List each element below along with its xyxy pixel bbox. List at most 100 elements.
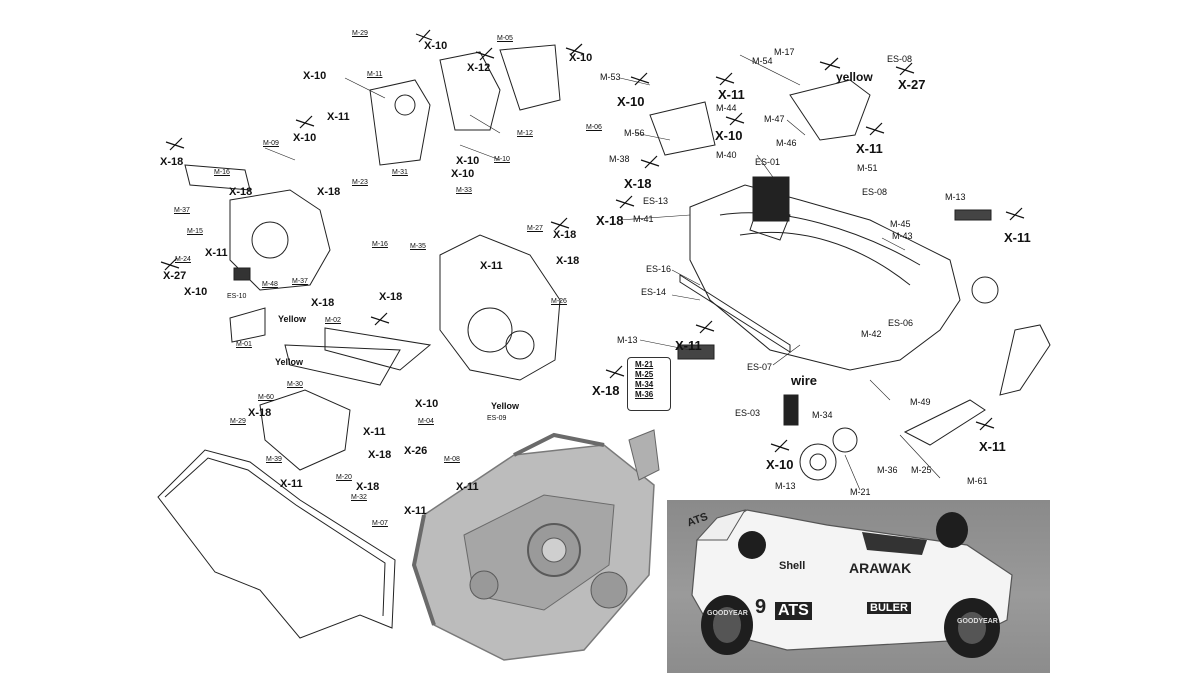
part-label: M-41 xyxy=(633,214,654,224)
clamp-label: X-11 xyxy=(480,260,503,272)
car-livery-arawak: ARAWAK xyxy=(849,560,912,576)
part-label: M-20 xyxy=(336,474,352,481)
yellow-label: yellow xyxy=(836,70,873,84)
part-label: ES-10 xyxy=(227,293,247,300)
part-label: M-56 xyxy=(624,128,645,138)
part-label: M-25 xyxy=(635,370,654,379)
clamp-label: X-18 xyxy=(624,176,652,191)
car-livery-buler: BULER xyxy=(867,602,911,614)
clamp-label: X-10 xyxy=(456,155,480,167)
part-label: M-40 xyxy=(716,150,737,160)
part-label: M-42 xyxy=(861,329,882,339)
clamp-label: X-18 xyxy=(248,407,272,419)
clamp-label: X-11 xyxy=(1004,230,1031,245)
clamp-label: X-11 xyxy=(675,338,702,353)
part-label: M-36 xyxy=(635,390,654,399)
part-label: M-13 xyxy=(775,481,796,491)
part-label: M-54 xyxy=(752,56,773,66)
part-label: M-53 xyxy=(600,72,621,82)
part-label: M-16 xyxy=(372,241,388,248)
car-livery-ats-side: ATS xyxy=(775,602,812,620)
clamp-label: X-18 xyxy=(553,229,577,241)
monocoque-body xyxy=(689,184,961,371)
clamp-label: X-18 xyxy=(229,186,253,198)
clamp-label: X-10 xyxy=(303,70,327,82)
part-label: M-29 xyxy=(352,30,368,37)
clamp-label: X-10 xyxy=(715,128,743,143)
clamp-label: X-18 xyxy=(592,383,620,398)
clamp-label: X-10 xyxy=(617,94,645,109)
clamp-label: X-27 xyxy=(898,77,926,92)
part-label: M-06 xyxy=(586,124,602,131)
clamp-label: X-11 xyxy=(718,87,745,102)
undertray-part xyxy=(157,449,396,639)
clamp-label: X-10 xyxy=(451,168,475,180)
yellow-label: Yellow xyxy=(491,401,520,411)
boxed-part-group: M-21 M-25 M-34 M-36 xyxy=(627,357,671,411)
part-label: M-23 xyxy=(352,179,368,186)
part-label: M-61 xyxy=(967,476,988,486)
part-label: M-11 xyxy=(367,71,383,78)
part-label: M-37 xyxy=(292,278,308,285)
clamp-label: X-18 xyxy=(160,156,184,168)
rear-wing-part xyxy=(999,324,1051,396)
brake-disc-part xyxy=(799,443,837,481)
clamp-label: X-18 xyxy=(379,291,403,303)
car-livery-shell: Shell xyxy=(779,560,806,572)
tyre-text-left: GOODYEAR xyxy=(707,610,748,617)
part-label: M-30 xyxy=(287,381,303,388)
part-label: M-16 xyxy=(214,169,230,176)
clamp-label: X-11 xyxy=(327,111,350,123)
clamp-label: X-10 xyxy=(184,286,208,298)
part-label: M-15 xyxy=(187,228,203,235)
part-label: M-21 xyxy=(850,487,871,497)
clamp-label: X-11 xyxy=(456,481,479,493)
clamp-label: X-26 xyxy=(404,445,428,457)
part-label: ES-09 xyxy=(487,415,507,422)
clamp-label: X-12 xyxy=(467,62,491,74)
part-label: ES-03 xyxy=(735,408,761,418)
part-label: M-01 xyxy=(236,341,252,348)
part-label: M-24 xyxy=(175,256,191,263)
part-label: M-10 xyxy=(494,156,510,163)
part-label: M-04 xyxy=(418,418,434,425)
part-label: ES-08 xyxy=(887,54,913,64)
car-livery-number: 9 xyxy=(755,596,767,618)
part-label: M-09 xyxy=(263,140,279,147)
part-label: M-45 xyxy=(890,219,911,229)
part-label: M-05 xyxy=(497,35,513,42)
clamp-label: X-10 xyxy=(569,52,593,64)
clamp-label: X-11 xyxy=(404,505,427,517)
yellow-label: Yellow xyxy=(275,357,304,367)
clamp-label: X-10 xyxy=(415,398,439,410)
clamp-label: X-11 xyxy=(205,247,228,259)
clamp-label: X-11 xyxy=(363,426,386,438)
part-label: M-21 xyxy=(635,360,654,369)
wire-label: wire xyxy=(791,373,818,388)
part-label: M-37 xyxy=(174,207,190,214)
suspension-assembly xyxy=(229,189,331,291)
part-label: M-13 xyxy=(617,335,638,345)
clamp-label: X-11 xyxy=(979,439,1006,454)
part-label: M-34 xyxy=(812,410,833,420)
part-label: M-08 xyxy=(444,456,460,463)
part-label: M-39 xyxy=(266,456,282,463)
clamp-label: X-18 xyxy=(311,297,335,309)
part-label: M-43 xyxy=(892,231,913,241)
part-label: M-35 xyxy=(410,243,426,250)
part-label: M-31 xyxy=(392,169,408,176)
clamp-label: X-18 xyxy=(368,449,392,461)
part-label: ES-01 xyxy=(755,157,781,167)
clamp-label: X-10 xyxy=(766,457,794,472)
part-label: M-48 xyxy=(262,281,278,288)
part-label: M-51 xyxy=(857,163,878,173)
part-label: M-46 xyxy=(776,138,797,148)
part-label: M-27 xyxy=(527,225,543,232)
part-label: ES-06 xyxy=(888,318,914,328)
clamp-label: X-18 xyxy=(596,213,624,228)
part-label: M-17 xyxy=(774,47,795,57)
front-wing-part xyxy=(903,399,986,446)
clamp-label: X-18 xyxy=(556,255,580,267)
clamp-label: X-27 xyxy=(163,270,187,282)
